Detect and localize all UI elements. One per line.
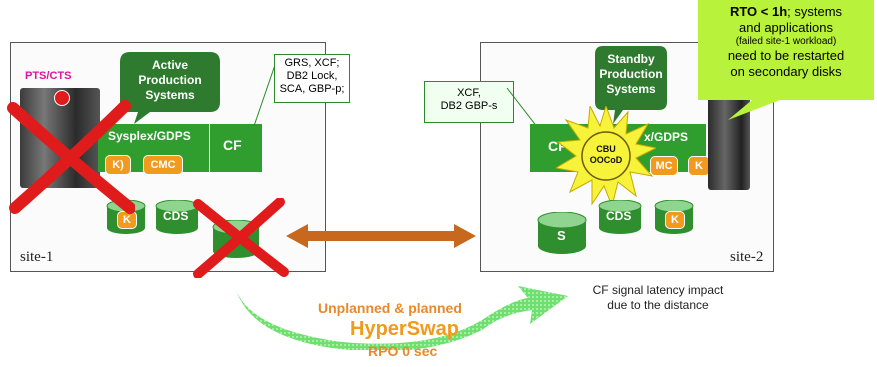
rto-line4: need to be restarted xyxy=(727,48,845,63)
rto-line2: and applications xyxy=(739,20,833,35)
failure-x-mark-disk xyxy=(193,198,289,278)
site-1-note-pointer xyxy=(253,61,277,127)
rto-line1: ; systems xyxy=(787,4,843,19)
failure-x-mark-large xyxy=(7,100,135,214)
cylinder-s-site2 xyxy=(537,212,587,254)
active-production-bubble xyxy=(120,52,220,124)
cf-label: CF xyxy=(223,137,242,153)
cylinder-cds-label: CDS xyxy=(163,209,189,223)
hyperswap-line2: HyperSwap xyxy=(350,318,459,340)
standby-production-text: Standby Production Systems xyxy=(599,52,663,96)
cylinder-s-label: S xyxy=(557,228,566,243)
k-badge: K) xyxy=(105,155,131,175)
cylinder-cds-site2-label: CDS xyxy=(606,209,632,223)
rto-line3: (failed site-1 workload) xyxy=(735,36,837,47)
mainframe-server-site2-icon xyxy=(708,84,750,190)
sysplex-gdps-label: Sysplex/GDPS xyxy=(108,129,191,143)
cylinder-cds-site2 xyxy=(598,200,642,234)
cbu-oocod-text: CBU OOCoD xyxy=(589,144,623,165)
hyperswap-swoosh xyxy=(236,286,568,350)
rto-callout-bubble xyxy=(698,0,874,120)
mc-badge-site2: MC xyxy=(650,156,678,176)
cf-latency-note: CF signal latency impact due to the dist… xyxy=(592,283,724,312)
active-production-text: Active Production Systems xyxy=(138,58,202,102)
cylinder-cds-site1 xyxy=(155,200,199,234)
k-badge-site2: K xyxy=(688,156,710,176)
site-2-note: XCF, DB2 GBP-s xyxy=(424,81,514,123)
site-1-note: GRS, XCF; DB2 Lock, SCA, GBP-p; xyxy=(274,54,350,103)
rto-line5: on secondary disks xyxy=(730,64,842,79)
replication-double-arrow xyxy=(286,224,476,248)
hyperswap-line3: RPO 0 sec xyxy=(368,343,438,359)
cf-divider xyxy=(209,124,210,172)
cylinder-k-site2-badge: K xyxy=(665,211,685,229)
standby-production-bubble xyxy=(595,46,667,124)
site-1-label: site-1 xyxy=(20,249,54,265)
pts-cts-label: PTS/CTS xyxy=(25,70,72,82)
rto-bold: RTO < 1h xyxy=(729,4,788,19)
site-2-label: site-2 xyxy=(730,249,764,265)
rto-callout-text: RTO < 1h; systems and applications (fail… xyxy=(700,4,872,80)
sysplex-gdps-label-site2: x/GDPS xyxy=(644,130,689,144)
hyperswap-line1: Unplanned & planned xyxy=(318,300,462,316)
cmc-badge: CMC xyxy=(143,155,183,175)
no-entry-icon xyxy=(54,90,70,106)
cbu-oocod-sun-icon xyxy=(556,106,656,206)
